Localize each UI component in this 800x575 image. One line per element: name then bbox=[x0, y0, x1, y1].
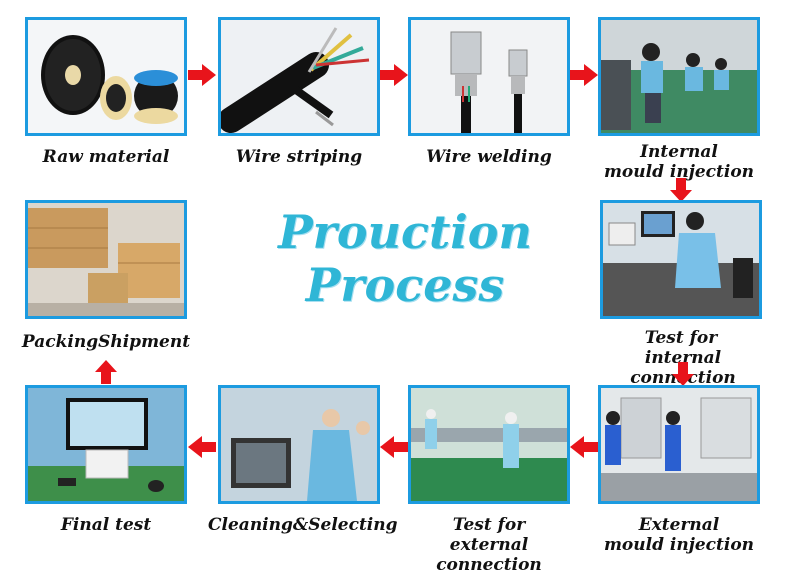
arrow-left-icon bbox=[570, 436, 598, 458]
cable-reel-illustration bbox=[28, 20, 184, 133]
factory-workers-illustration bbox=[601, 20, 757, 133]
final-test-image bbox=[25, 385, 187, 504]
cardboard-boxes-illustration bbox=[28, 203, 184, 316]
step-label-cleaning-selecting: Cleaning&Selecting bbox=[208, 515, 398, 535]
step-label-test-external-connection-2: external connection bbox=[436, 535, 542, 575]
step-label-internal-mould-injection-2: mould injection bbox=[603, 162, 755, 182]
arrow-right-icon bbox=[188, 64, 216, 86]
step-label-internal-mould-injection-1: Internal bbox=[640, 142, 718, 162]
step-label-external-mould-injection-2: mould injection bbox=[603, 535, 755, 555]
arrow-up-icon bbox=[95, 360, 117, 384]
external-mould-injection-image bbox=[598, 385, 760, 504]
packing-shipment-image bbox=[25, 200, 187, 319]
cleaning-selecting-image bbox=[218, 385, 380, 504]
raw-material-image bbox=[25, 17, 187, 136]
title-line-1: Prouction bbox=[278, 205, 532, 259]
step-label-external-mould-injection-1: External bbox=[638, 515, 720, 535]
arrow-left-icon bbox=[188, 436, 216, 458]
arrow-down-icon bbox=[670, 178, 692, 202]
step-label-test-internal-connection-1: Test for bbox=[644, 328, 718, 348]
step-label-test-external-connection-1: Test for bbox=[452, 515, 526, 535]
step-label-wire-striping: Wire striping bbox=[235, 147, 363, 167]
lab-technician-illustration bbox=[603, 203, 759, 316]
arrow-right-icon bbox=[570, 64, 598, 86]
step-label-wire-welding: Wire welding bbox=[426, 147, 552, 167]
workers-cleaning-illustration bbox=[221, 388, 377, 501]
injection-machine-illustration bbox=[601, 388, 757, 501]
wire-welding-image bbox=[408, 17, 570, 136]
internal-mould-injection-image bbox=[598, 17, 760, 136]
step-label-raw-material: Raw material bbox=[42, 147, 170, 167]
assembly-line-illustration bbox=[411, 388, 567, 501]
arrow-down-icon bbox=[672, 362, 694, 386]
test-internal-connection-image bbox=[600, 200, 762, 319]
wire-striping-image bbox=[218, 17, 380, 136]
arrow-right-icon bbox=[380, 64, 408, 86]
step-label-packing-shipment: PackingShipment bbox=[21, 332, 191, 352]
test-external-connection-image bbox=[408, 385, 570, 504]
arrow-left-icon bbox=[380, 436, 408, 458]
test-monitor-illustration bbox=[28, 388, 184, 501]
usb-connector-illustration bbox=[411, 20, 567, 133]
step-label-final-test: Final test bbox=[60, 515, 152, 535]
title-line-2: Process bbox=[305, 258, 505, 312]
stripped-cable-illustration bbox=[221, 20, 377, 133]
